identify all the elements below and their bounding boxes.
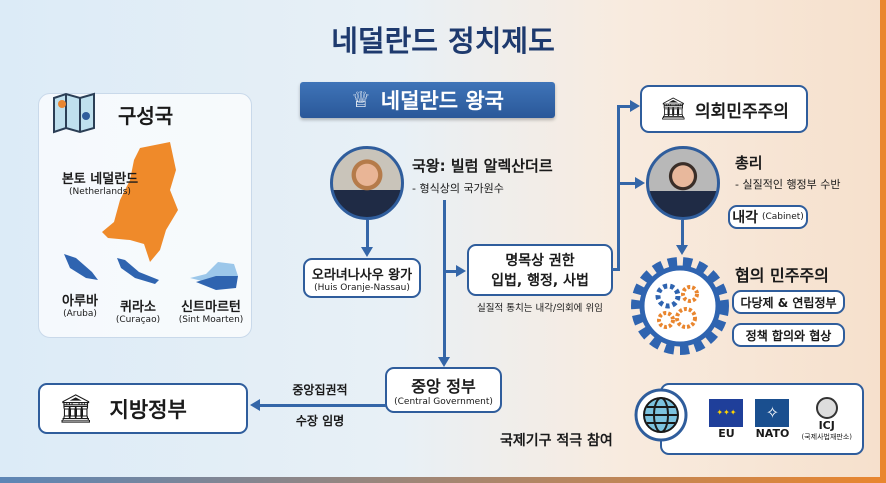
- consensus-heading: 협의 민주주의: [735, 266, 829, 285]
- connector: [258, 404, 386, 407]
- pm-description: - 실질적인 행정부 수반: [735, 178, 841, 191]
- international-orgs-box: ✦✦✦ EU ✧ NATO ICJ (국제사법재판소): [660, 383, 864, 455]
- international-label: 국제기구 적극 참여: [500, 433, 613, 449]
- sint-maarten-map: [190, 262, 238, 290]
- centralized-label: 중앙집권적: [292, 383, 348, 397]
- king-description: - 형식상의 국가원수: [412, 182, 504, 195]
- arrow-right-icon: [630, 100, 640, 112]
- connector: [619, 182, 637, 185]
- nominal-power-title: 명목상 권한: [505, 253, 575, 269]
- org-eu: ✦✦✦ EU: [709, 398, 744, 440]
- bottom-border: [0, 477, 886, 483]
- city-hall-icon: 🏛: [58, 392, 94, 425]
- org-nato: ✧ NATO: [755, 398, 790, 440]
- country-curacao: 퀴라소(Curaçao): [115, 300, 161, 325]
- icj-seal-icon: [815, 396, 838, 419]
- consensus-item: 정책 합의와 협상: [732, 323, 845, 347]
- pm-title: 총리: [735, 154, 763, 172]
- parliament-building-icon: 🏛: [659, 96, 688, 122]
- arrow-down-icon: [676, 245, 688, 255]
- constituent-heading: 구성국: [118, 104, 174, 128]
- map-icon: [53, 92, 95, 134]
- arrow-left-icon: [250, 399, 260, 411]
- gears-icon: [631, 257, 729, 355]
- nominal-power-caption: 실질적 통치는 내각/의회에 위임: [477, 303, 603, 314]
- kingdom-label: 네덜란드 왕국: [380, 89, 504, 113]
- curacao-map: [117, 258, 159, 284]
- arrow-right-icon: [456, 265, 466, 277]
- cabinet-en: (Cabinet): [761, 212, 804, 222]
- connector: [617, 105, 631, 108]
- pm-photo: [646, 146, 720, 220]
- cabinet-name: 내각: [732, 210, 758, 226]
- central-gov-en: (Central Government): [394, 397, 493, 407]
- connector: [443, 200, 446, 358]
- local-government-box: 🏛 지방정부: [38, 383, 248, 434]
- connector: [444, 270, 458, 273]
- nominal-power-box: 명목상 권한 입법, 행정, 사법: [467, 244, 613, 296]
- connector: [681, 220, 684, 246]
- connector: [612, 268, 620, 271]
- nominal-power-branches: 입법, 행정, 사법: [491, 273, 589, 289]
- country-aruba: 아루바(Aruba): [62, 294, 98, 319]
- king-title: 국왕: 빌럼 알렉산더르: [412, 157, 553, 175]
- connector: [366, 220, 369, 248]
- royal-house-box: 오라녀나사우 왕가 (Huis Oranje-Nassau): [303, 258, 421, 298]
- nato-emblem-icon: ✧: [755, 398, 790, 427]
- crown-icon: ♕: [351, 87, 371, 113]
- royal-house-name: 오라녀나사우 왕가: [311, 267, 413, 283]
- consensus-item: 다당제 & 연립정부: [732, 290, 845, 314]
- kingdom-banner: ♕ 네덜란드 왕국: [300, 82, 555, 118]
- parliamentary-democracy-box: 🏛 의회민주주의: [640, 85, 808, 133]
- arrow-down-icon: [361, 247, 373, 257]
- central-government-box: 중앙 정부 (Central Government): [385, 367, 502, 413]
- netherlands-map: [102, 142, 178, 262]
- org-icj: ICJ (국제사법재판소): [801, 396, 852, 442]
- globe-icon: [634, 388, 688, 442]
- aruba-map: [64, 254, 98, 280]
- connector: [617, 105, 620, 271]
- central-gov-name: 중앙 정부: [411, 377, 476, 396]
- appointment-label: 수장 임명: [295, 414, 345, 428]
- arrow-right-icon: [635, 177, 645, 189]
- cabinet-box: 내각 (Cabinet): [728, 205, 808, 229]
- page-title: 네덜란드 정치제도: [331, 24, 555, 58]
- eu-flag-icon: ✦✦✦: [709, 398, 744, 427]
- local-gov-label: 지방정부: [109, 397, 187, 422]
- country-netherlands: 본토 네덜란드(Netherlands): [61, 172, 139, 197]
- parliamentary-label: 의회민주주의: [695, 101, 789, 122]
- country-sint-maarten: 신트마르턴(Sint Moarten): [178, 300, 244, 325]
- arrow-down-icon: [438, 357, 450, 367]
- royal-house-en: (Huis Oranje-Nassau): [314, 282, 410, 293]
- king-photo: [330, 146, 404, 220]
